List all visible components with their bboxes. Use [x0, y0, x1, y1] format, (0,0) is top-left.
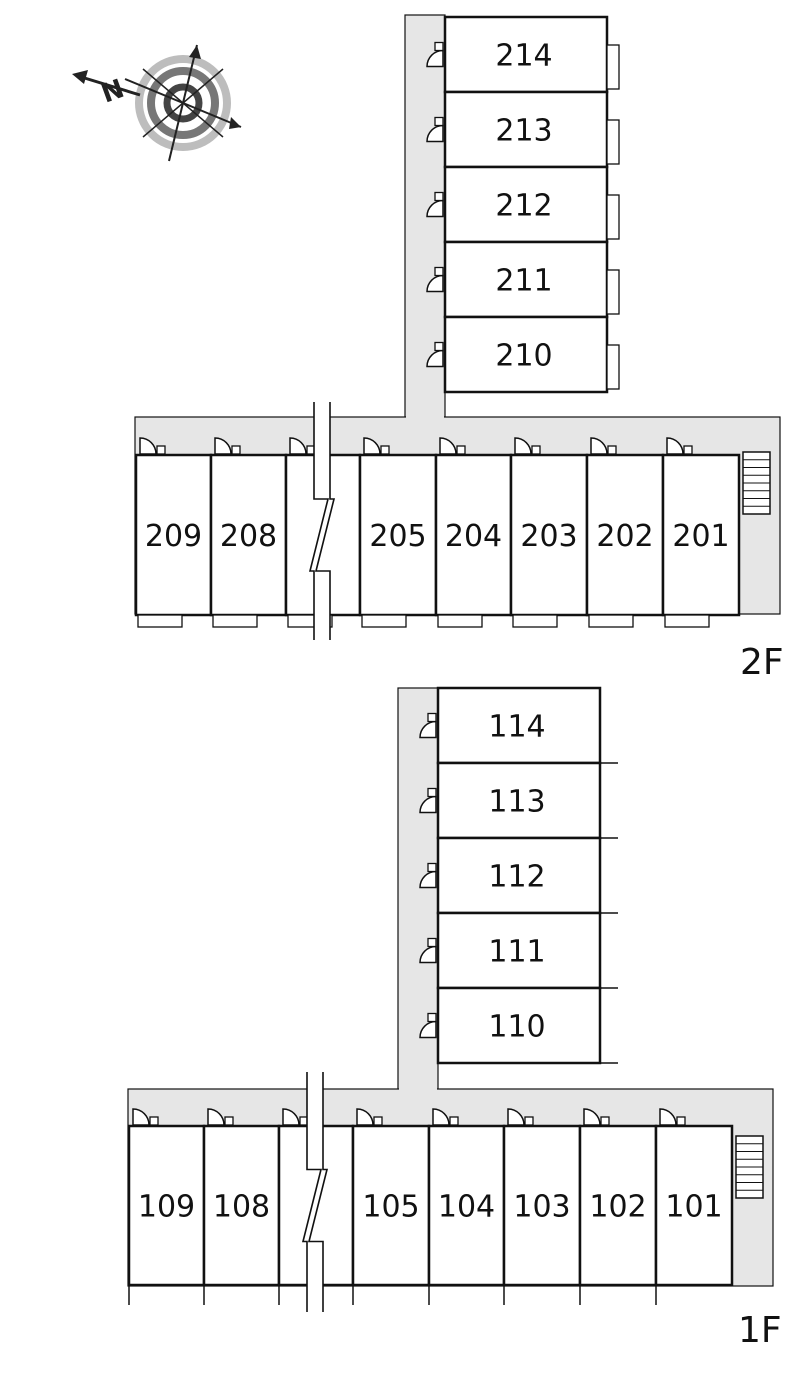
balcony — [361, 614, 407, 628]
unit-114: 114 — [419, 686, 618, 765]
compass-rose-icon — [124, 44, 242, 162]
unit-208: 208 — [209, 437, 288, 628]
door-icon — [419, 712, 437, 739]
door-icon — [507, 1108, 534, 1126]
door-icon — [439, 437, 466, 455]
floor-1f: 114 113 112 111 110 109 108 105 104 103 102 101 — [127, 686, 774, 1312]
stairs-icon — [742, 451, 771, 515]
balcony — [606, 44, 620, 90]
balcony — [606, 344, 620, 390]
unit-201: 201 — [661, 437, 741, 628]
break-symbol-icon — [308, 402, 336, 640]
balcony — [512, 614, 558, 628]
unit-label: 112 — [488, 860, 545, 895]
break-symbol-icon — [301, 1072, 329, 1312]
door-icon — [426, 341, 444, 368]
unit-label: 104 — [438, 1190, 495, 1225]
unit-108: 108 — [202, 1108, 281, 1305]
north-arrow-icon — [72, 70, 141, 97]
unit-label: 209 — [145, 519, 202, 554]
door-icon — [419, 1012, 437, 1039]
door-icon — [583, 1108, 610, 1126]
unit-label: 114 — [488, 710, 545, 745]
unit-212: 212 — [426, 165, 620, 244]
door-icon — [514, 437, 541, 455]
floor-2f: 214 213 212 211 210 209 208 205 204 203 202 201 — [134, 14, 781, 640]
balcony — [588, 614, 634, 628]
stairs-icon — [735, 1135, 764, 1199]
door-icon — [666, 437, 693, 455]
unit-113: 113 — [419, 761, 618, 840]
door-icon — [432, 1108, 459, 1126]
unit-213: 213 — [426, 90, 620, 169]
door-icon — [356, 1108, 383, 1126]
unit-105: 105 — [351, 1108, 431, 1305]
unit-label: 111 — [488, 935, 545, 970]
unit-label: 204 — [445, 519, 502, 554]
unit-109: 109 — [127, 1108, 206, 1305]
unit-label: 213 — [495, 114, 552, 149]
balcony — [606, 269, 620, 315]
unit-102: 102 — [578, 1108, 658, 1305]
unit-111: 111 — [419, 911, 618, 990]
unit-label: 101 — [665, 1190, 722, 1225]
door-icon — [426, 266, 444, 293]
door-icon — [590, 437, 617, 455]
balcony — [606, 194, 620, 240]
unit-112: 112 — [419, 836, 618, 915]
unit-101: 101 — [654, 1108, 734, 1305]
unit-label: 110 — [488, 1010, 545, 1045]
unit-label: 102 — [589, 1190, 646, 1225]
north-label: N — [97, 74, 128, 110]
unit-label: 113 — [488, 785, 545, 820]
unit-204: 204 — [434, 437, 513, 628]
door-icon — [139, 437, 166, 455]
unit-110: 110 — [419, 986, 618, 1065]
door-icon — [419, 937, 437, 964]
unit-label: 203 — [520, 519, 577, 554]
door-icon — [426, 191, 444, 218]
unit-label: 109 — [138, 1190, 195, 1225]
door-icon — [419, 862, 437, 889]
unit-214: 214 — [426, 15, 620, 94]
unit-label: 108 — [213, 1190, 270, 1225]
unit-203: 203 — [509, 437, 589, 628]
unit-label: 211 — [495, 264, 552, 299]
door-icon — [659, 1108, 686, 1126]
balcony — [137, 614, 183, 628]
door-icon — [132, 1108, 159, 1126]
unit-label: 103 — [513, 1190, 570, 1225]
unit-103: 103 — [502, 1108, 582, 1305]
unit-202: 202 — [585, 437, 665, 628]
unit-label: 210 — [495, 339, 552, 374]
balcony — [212, 614, 258, 628]
unit-210: 210 — [426, 315, 620, 394]
door-icon — [363, 437, 390, 455]
door-icon — [214, 437, 241, 455]
door-icon — [282, 1108, 309, 1126]
unit-label: 212 — [495, 189, 552, 224]
unit-209: 209 — [134, 437, 213, 628]
door-icon — [426, 41, 444, 68]
balcony — [664, 614, 710, 628]
floor-label-1f: 1F — [738, 1310, 782, 1351]
floor-label-2f: 2F — [740, 642, 784, 683]
door-icon — [419, 787, 437, 814]
unit-211: 211 — [426, 240, 620, 319]
unit-label: 202 — [596, 519, 653, 554]
door-icon — [207, 1108, 234, 1126]
unit-label: 201 — [672, 519, 729, 554]
balcony — [437, 614, 483, 628]
balcony — [606, 119, 620, 165]
unit-104: 104 — [427, 1108, 506, 1305]
unit-205: 205 — [358, 437, 438, 628]
unit-label: 214 — [495, 39, 552, 74]
unit-label: 208 — [220, 519, 277, 554]
door-icon — [426, 116, 444, 143]
unit-label: 205 — [369, 519, 426, 554]
unit-label: 105 — [362, 1190, 419, 1225]
